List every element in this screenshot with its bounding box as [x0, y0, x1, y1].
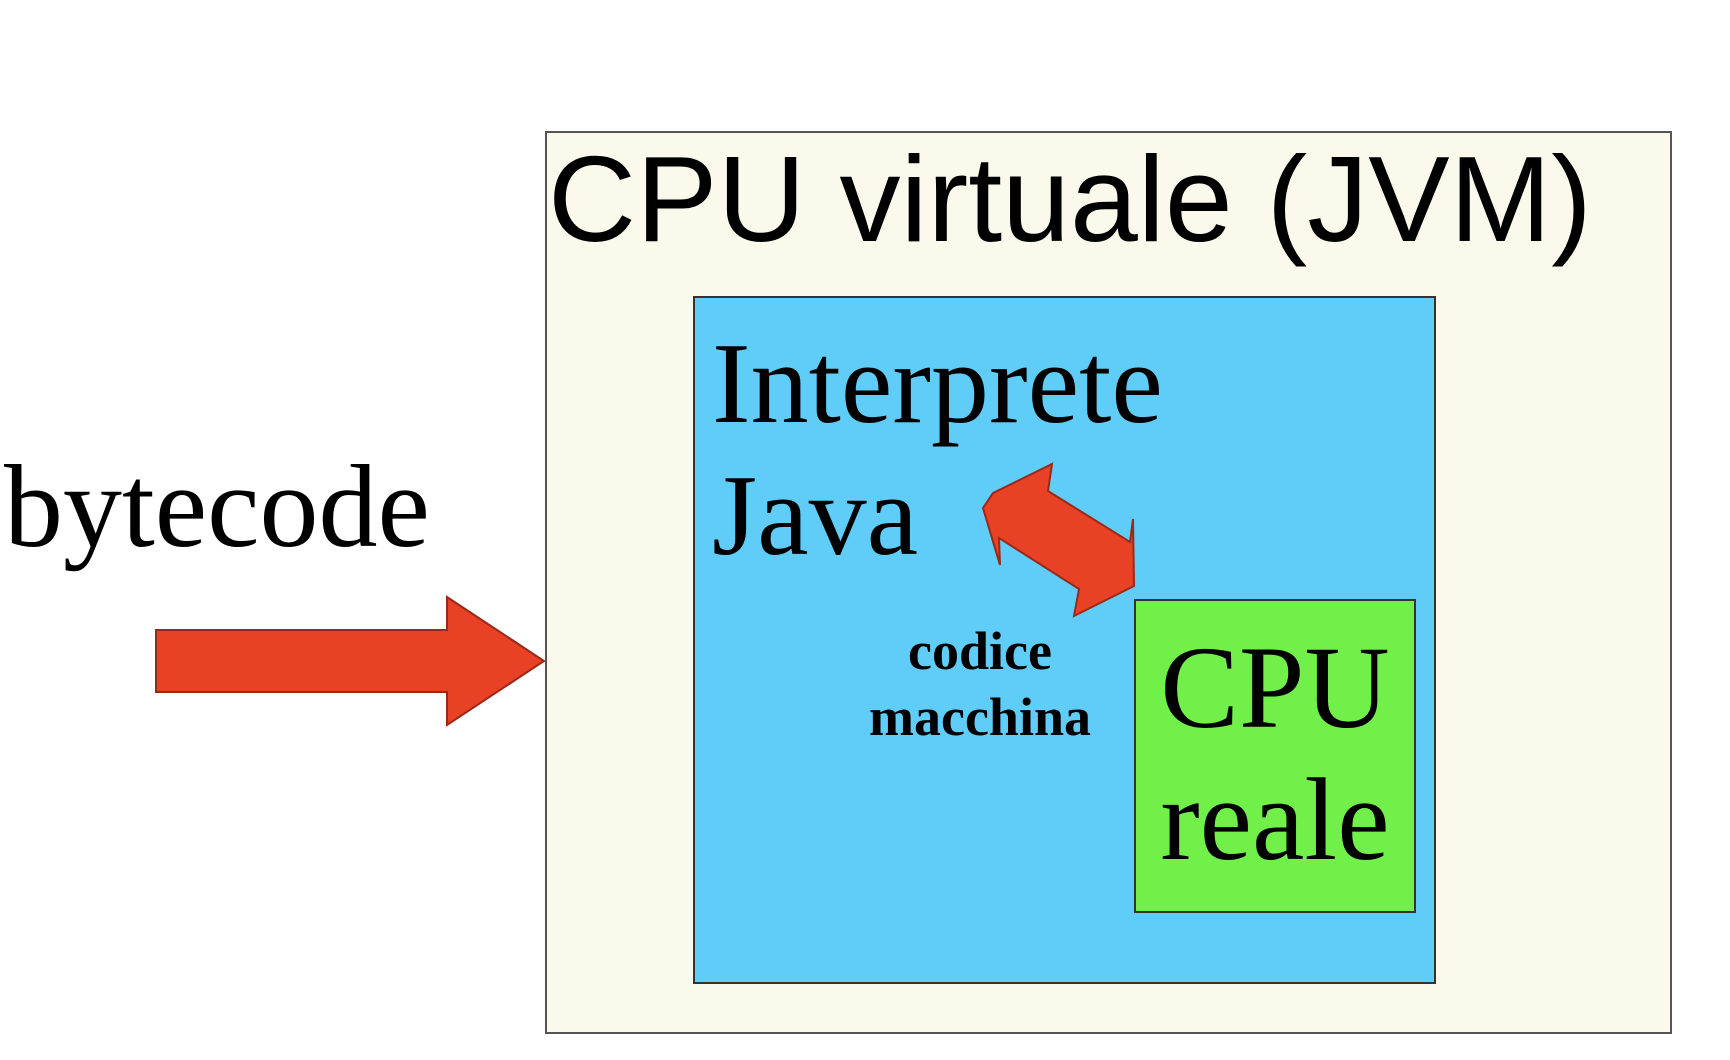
right-arrow-icon — [155, 595, 546, 727]
machine-code-label-line-2: macchina — [869, 687, 1091, 747]
real-cpu-label-line-1: CPU — [1160, 622, 1390, 753]
machine-code-label-line-1: codice — [908, 621, 1052, 681]
real-cpu-box — [1134, 599, 1416, 913]
bytecode-label: bytecode — [4, 441, 430, 572]
interpreter-label-line-1: Interprete — [712, 320, 1163, 448]
interpreter-label: Interprete Java — [712, 318, 1163, 582]
machine-code-label: codice macchina — [835, 618, 1125, 750]
real-cpu-label: CPU reale — [1134, 622, 1416, 886]
jvm-title: CPU virtuale (JVM) — [548, 131, 1592, 267]
interpreter-label-line-2: Java — [712, 452, 919, 580]
real-cpu-label-line-2: reale — [1160, 754, 1390, 885]
double-arrow-icon — [981, 462, 1136, 618]
